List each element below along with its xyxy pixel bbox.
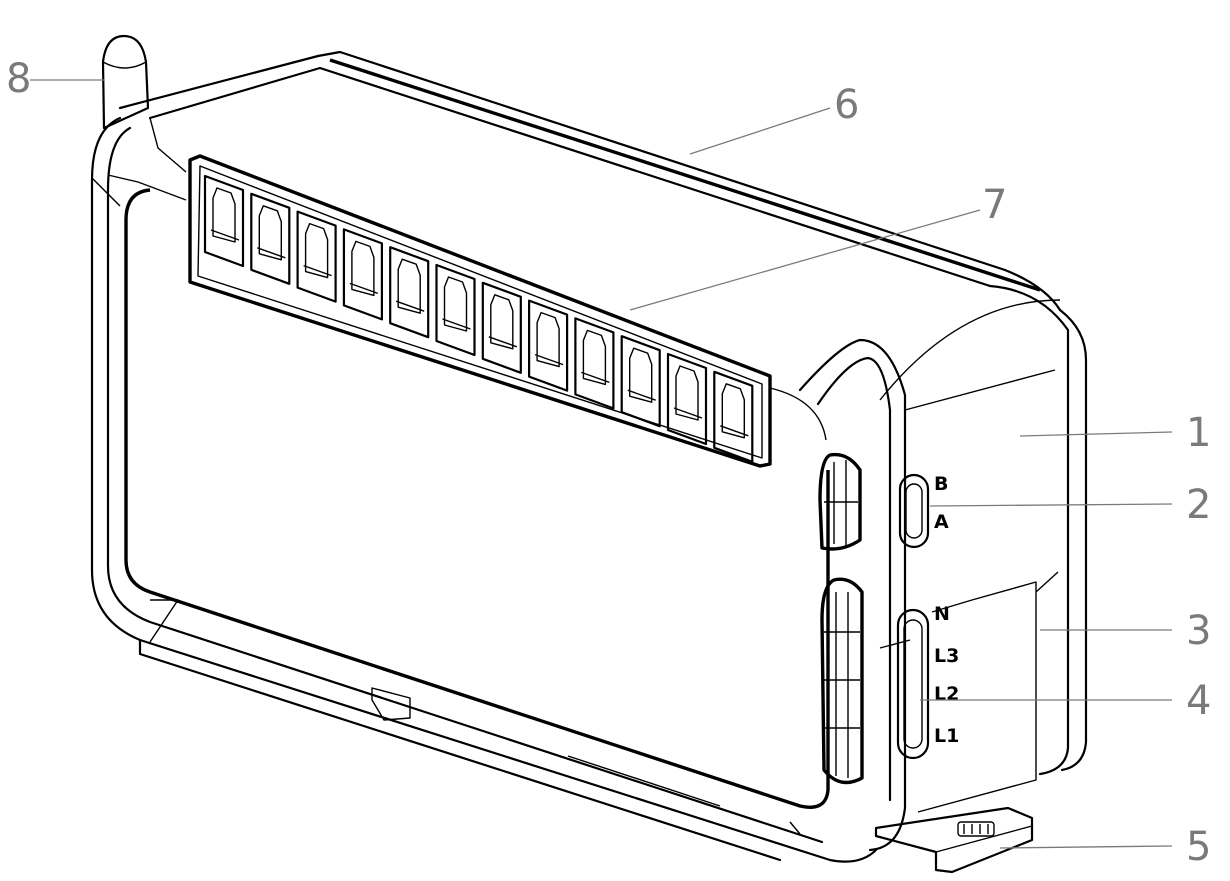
terminal-label-n: N bbox=[934, 603, 950, 625]
callout-2: 2 bbox=[1186, 482, 1211, 528]
callout-5: 5 bbox=[1186, 824, 1211, 870]
callout-7: 7 bbox=[982, 182, 1007, 228]
leader-2 bbox=[929, 503, 1173, 507]
network-port bbox=[389, 246, 430, 339]
terminal-label-a: A bbox=[934, 511, 949, 533]
leader-7 bbox=[629, 209, 981, 311]
power-terminal: N L3 L2 L1 bbox=[820, 577, 959, 785]
network-port bbox=[481, 281, 522, 374]
leader-5 bbox=[999, 845, 1173, 849]
port-strip bbox=[188, 154, 772, 468]
din-clip bbox=[874, 806, 1034, 874]
callout-4: 4 bbox=[1186, 678, 1211, 724]
network-port bbox=[666, 352, 708, 446]
callout-3: 3 bbox=[1186, 608, 1211, 654]
network-port bbox=[435, 263, 476, 357]
network-port bbox=[713, 370, 754, 463]
network-port bbox=[250, 192, 291, 285]
callout-8: 8 bbox=[6, 56, 31, 102]
network-port bbox=[528, 299, 569, 392]
leader-lines bbox=[30, 79, 1173, 849]
callout-numbers: 1 2 3 4 5 6 7 8 bbox=[6, 56, 1211, 870]
leader-1 bbox=[1019, 431, 1173, 437]
antenna bbox=[101, 34, 150, 130]
network-port bbox=[620, 335, 661, 428]
network-port bbox=[296, 210, 337, 303]
terminal-label-b: B bbox=[934, 473, 948, 495]
housing bbox=[90, 50, 1088, 863]
terminal-label-l3: L3 bbox=[934, 645, 959, 667]
bus-terminal: B A bbox=[818, 452, 949, 551]
network-port bbox=[203, 174, 245, 268]
network-port bbox=[342, 228, 383, 321]
leader-6 bbox=[689, 107, 831, 155]
terminal-label-l1: L1 bbox=[934, 725, 959, 747]
callout-1: 1 bbox=[1186, 410, 1211, 456]
terminal-label-l2: L2 bbox=[934, 683, 959, 705]
callout-6: 6 bbox=[834, 82, 859, 128]
network-port bbox=[574, 317, 615, 410]
